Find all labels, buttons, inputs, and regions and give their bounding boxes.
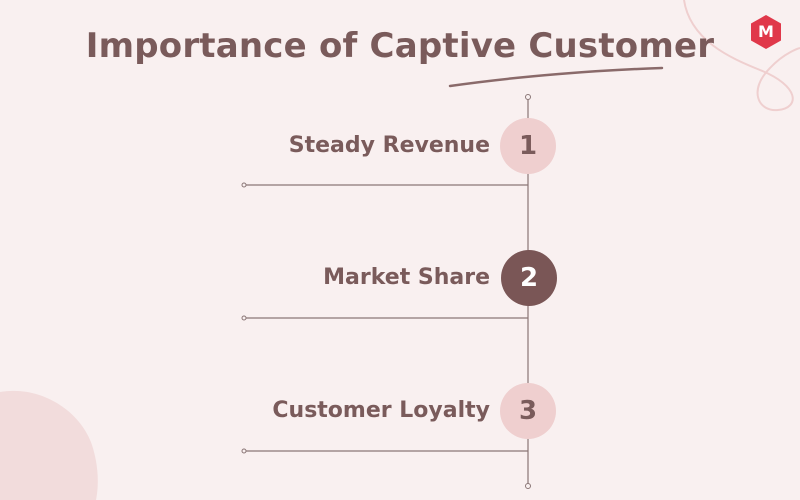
page-title: Importance of Captive Customer — [85, 26, 715, 66]
timeline-start-dot — [525, 94, 531, 100]
brand-hexagon-logo-icon — [751, 15, 781, 49]
connector-dot-3 — [241, 448, 247, 454]
decor-curve — [683, 0, 800, 112]
decor-blob — [0, 390, 98, 500]
step-label-3: Customer Loyalty — [272, 398, 490, 423]
timeline-end-dot — [525, 483, 531, 489]
connector-dot-2 — [241, 315, 247, 321]
step-label-2: Market Share — [323, 265, 490, 290]
step-badge-3: 3 — [500, 383, 556, 439]
brand-logo: M — [748, 14, 784, 50]
title-underline — [448, 66, 664, 88]
step-badge-2: 2 — [501, 250, 557, 306]
connector-dot-1 — [241, 182, 247, 188]
logo-letter: M — [758, 22, 774, 41]
step-badge-1: 1 — [500, 118, 556, 174]
step-label-1: Steady Revenue — [288, 133, 490, 158]
